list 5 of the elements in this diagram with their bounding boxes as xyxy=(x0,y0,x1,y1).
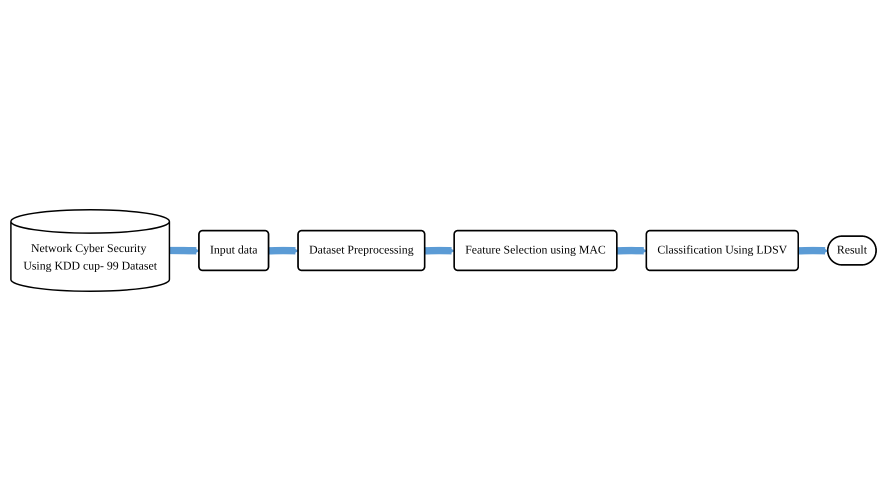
arrow xyxy=(424,246,455,255)
arrow xyxy=(797,246,828,255)
arrow xyxy=(616,246,647,255)
arrow xyxy=(268,246,299,255)
arrow xyxy=(168,246,200,254)
